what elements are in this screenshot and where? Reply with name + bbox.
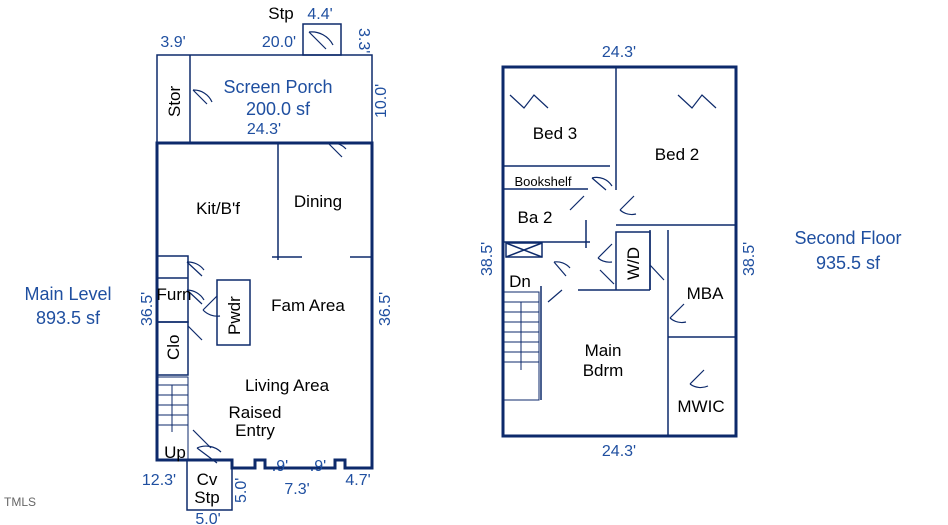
main-level-title: Main Level: [24, 284, 111, 304]
dim-depth-left: 36.5': [139, 292, 156, 326]
dim-porch-left: 3.9': [160, 34, 185, 51]
dim-cv-depth: 5.0': [233, 478, 250, 503]
raised-entry-line2: Entry: [235, 421, 275, 440]
dim-notch-1: .9': [272, 458, 288, 475]
cv-stp-label: Stp: [194, 488, 220, 507]
wd-label: W/D: [624, 247, 643, 280]
main-bdrm-line2: Bdrm: [583, 361, 624, 380]
mls-watermark: TMLS: [4, 495, 36, 509]
top-stp-label: Stp: [268, 4, 294, 23]
dim-second-right: 38.5': [741, 242, 758, 276]
stairs-up: [156, 376, 189, 461]
mwic-label: MWIC: [677, 397, 724, 416]
cover-step-outline: [186, 460, 233, 511]
main-level-outline: [155, 141, 374, 470]
dim-bottom-right: 4.7': [345, 472, 370, 489]
furn-label: Furn: [157, 285, 192, 304]
main-bdrm-line1: Main: [585, 341, 622, 360]
kit-label: Kit/B'f: [196, 199, 240, 218]
dim-porch-depth: 10.0': [373, 84, 390, 118]
dim-stp-width: 4.4': [307, 6, 332, 23]
pwdr-label: Pwdr: [225, 296, 244, 335]
clo-label: Clo: [164, 334, 183, 360]
dim-porch-length: 20.0': [262, 34, 296, 51]
stor-label: Stor: [165, 85, 184, 117]
dim-stp-depth: 3.3': [355, 28, 372, 53]
main-level-area: 893.5 sf: [36, 308, 101, 328]
second-floor-area: 935.5 sf: [816, 253, 881, 273]
raised-entry-line1: Raised: [229, 403, 282, 422]
dim-second-left: 38.5': [479, 242, 496, 276]
living-area-label: Living Area: [245, 376, 330, 395]
mba-label: MBA: [687, 284, 725, 303]
powder-room-outline: [216, 279, 251, 346]
cv-label: Cv: [197, 470, 218, 489]
screen-porch-area: 200.0 sf: [246, 99, 311, 119]
second-floor-title: Second Floor: [794, 228, 901, 248]
stairs-down: [502, 291, 540, 401]
screen-porch-label: Screen Porch: [223, 77, 332, 97]
dim-notch-2: .9': [310, 458, 326, 475]
dining-label: Dining: [294, 192, 342, 211]
bookshelf-label: Bookshelf: [514, 174, 571, 189]
up-label: Up: [164, 443, 186, 462]
dim-second-bottom: 24.3': [602, 443, 636, 460]
dim-cv-width: 5.0': [195, 511, 220, 525]
bed3-label: Bed 3: [533, 124, 577, 143]
ba2-label: Ba 2: [518, 208, 553, 227]
dn-label: Dn: [509, 272, 531, 291]
main-level-plan: Main Level 893.5 sf Screen Porch 200.0 s…: [24, 4, 394, 525]
second-floor-outline: [501, 65, 738, 438]
porch-step-outline: [302, 23, 342, 56]
dim-main-width: 24.3': [247, 121, 281, 138]
fam-area-label: Fam Area: [271, 296, 345, 315]
dim-bottom-left: 12.3': [142, 472, 176, 489]
dim-depth-right: 36.5': [377, 292, 394, 326]
bed2-label: Bed 2: [655, 145, 699, 164]
second-floor-plan: Second Floor 935.5 sf Bed 3 Bed 2 Booksh…: [479, 44, 902, 460]
dim-bottom-mid: 7.3': [284, 481, 309, 498]
dim-second-top: 24.3': [602, 44, 636, 61]
